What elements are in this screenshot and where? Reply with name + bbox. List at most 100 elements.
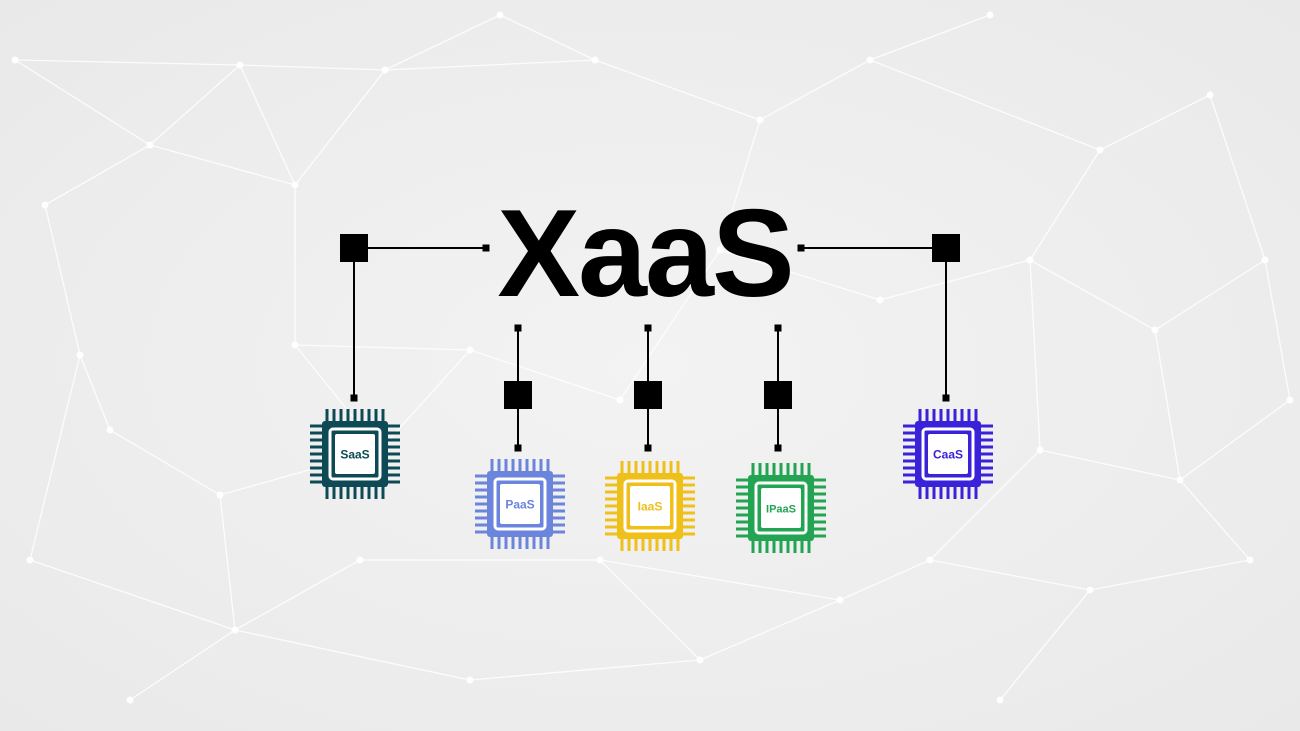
network-line	[929, 559, 1091, 591]
network-line	[839, 559, 931, 601]
network-line	[1154, 259, 1266, 331]
network-node	[1026, 256, 1034, 264]
network-line	[14, 59, 151, 146]
connector-node	[932, 234, 960, 262]
network-line	[294, 69, 386, 186]
connector-dot	[482, 244, 490, 252]
network-line	[384, 59, 596, 71]
network-node	[696, 656, 704, 664]
network-line	[1099, 94, 1211, 151]
network-line	[999, 589, 1091, 701]
network-node	[596, 556, 604, 564]
network-node	[381, 66, 389, 74]
chip-ipaas: IPaaS	[736, 463, 826, 553]
chip-caas: CaaS	[903, 409, 993, 499]
connector-lines	[340, 234, 960, 452]
network-line	[869, 59, 1101, 151]
network-node	[996, 696, 1004, 704]
network-line	[129, 629, 236, 701]
connector-dot	[797, 244, 805, 252]
network-line	[719, 249, 881, 301]
network-node	[1261, 256, 1269, 264]
chip-label: PaaS	[505, 498, 534, 512]
network-line	[1039, 449, 1181, 481]
connector-node	[634, 381, 662, 409]
chip-group: SaaS PaaS IaaS IPaaS CaaS	[310, 409, 993, 553]
network-line	[234, 559, 361, 631]
network-node	[291, 181, 299, 189]
network-node	[1086, 586, 1094, 594]
network-line	[499, 14, 596, 61]
network-line	[1179, 479, 1251, 561]
network-line	[1154, 329, 1181, 481]
network-node	[836, 596, 844, 604]
network-node	[616, 396, 624, 404]
network-node	[1206, 91, 1214, 99]
network-line	[879, 259, 1031, 301]
connector-node	[340, 234, 368, 262]
network-node	[986, 11, 994, 19]
network-line	[384, 14, 501, 71]
connector-dot	[514, 324, 522, 332]
network-node	[11, 56, 19, 64]
network-line	[1179, 399, 1291, 481]
network-node	[106, 426, 114, 434]
network-line	[719, 119, 761, 251]
network-line	[699, 599, 841, 661]
network-line	[109, 429, 221, 496]
network-line	[234, 629, 471, 681]
network-node	[291, 341, 299, 349]
network-node	[1176, 476, 1184, 484]
network-node	[866, 56, 874, 64]
network-node	[926, 556, 934, 564]
diagram-title: XaaS	[497, 185, 792, 323]
network-node	[1096, 146, 1104, 154]
chip-label: IaaS	[638, 500, 663, 514]
network-line	[469, 659, 701, 681]
connector-node	[504, 381, 532, 409]
network-node	[231, 626, 239, 634]
chip-label: SaaS	[340, 448, 369, 462]
connector-dot	[514, 444, 522, 452]
network-node	[716, 246, 724, 254]
connector-dot	[644, 444, 652, 452]
network-line	[294, 344, 471, 351]
connector-node	[764, 381, 792, 409]
network-line	[599, 559, 841, 601]
network-line	[149, 64, 241, 146]
connector-dot	[644, 324, 652, 332]
network-node	[26, 556, 34, 564]
network-node	[466, 676, 474, 684]
network-line	[929, 449, 1041, 561]
network-line	[1264, 259, 1291, 401]
network-line	[759, 59, 871, 121]
connector-dot	[774, 444, 782, 452]
network-line	[44, 144, 151, 206]
background-network	[11, 11, 1294, 704]
network-node	[41, 201, 49, 209]
network-line	[1029, 149, 1101, 261]
network-node	[216, 491, 224, 499]
network-line	[14, 59, 241, 66]
network-node	[1246, 556, 1254, 564]
chip-label: IPaaS	[766, 504, 796, 516]
network-node	[466, 346, 474, 354]
network-line	[29, 559, 236, 631]
connector-dot	[350, 394, 358, 402]
connector-dot	[942, 394, 950, 402]
network-node	[76, 351, 84, 359]
network-line	[1089, 559, 1251, 591]
network-line	[1029, 259, 1041, 451]
network-node	[1286, 396, 1294, 404]
chip-paas: PaaS	[475, 459, 565, 549]
network-node	[1151, 326, 1159, 334]
network-line	[869, 14, 991, 61]
network-node	[756, 116, 764, 124]
network-line	[594, 59, 761, 121]
chip-saas: SaaS	[310, 409, 400, 499]
network-line	[1209, 94, 1266, 261]
network-line	[599, 559, 701, 661]
